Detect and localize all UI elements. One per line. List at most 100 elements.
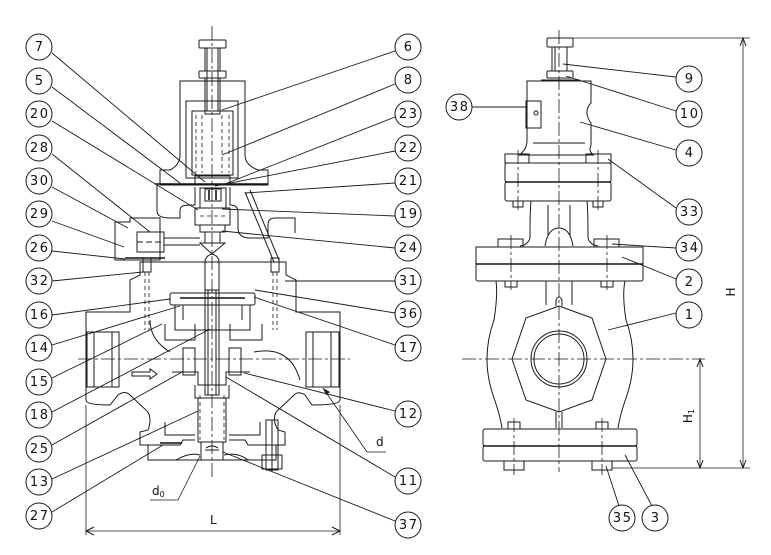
callout-circle [394,267,422,295]
callout-circle [25,267,53,295]
callout-circle [394,200,422,228]
callout-number: 30 [30,174,50,189]
bottom-bolt [261,419,283,472]
callout-circle [394,511,422,539]
main-piston [164,253,263,341]
side-pipe-connection [511,296,607,428]
flow-arrow-icon [131,368,158,380]
dimension-d: d [322,387,386,453]
callout-number: 5 [35,74,45,89]
callout-number: 1 [685,308,695,323]
callout-circle [675,139,703,167]
callout-circle [25,435,53,463]
callout-number: 12 [399,407,419,422]
pilot-strainer [114,217,200,261]
callout-2: 2 [675,268,703,296]
callout-circle [675,234,703,262]
callout-36: 36 [394,300,422,328]
dimension-H1-label: H1 [681,409,696,423]
callout-33: 33 [675,198,703,226]
pilot-valve [194,187,231,255]
callout-number: 4 [685,146,695,161]
callout-circle [394,467,422,495]
callout-circle [608,504,636,532]
callout-circle [675,100,703,128]
side-bonnet [517,80,595,156]
callout-11: 11 [394,467,422,495]
callout-30: 30 [25,167,53,195]
callout-7: 7 [25,33,53,61]
callout-27: 27 [25,502,53,530]
callout-number: 19 [399,207,419,222]
callout-3: 3 [641,504,669,532]
callout-13: 13 [25,468,53,496]
callout-circle [394,300,422,328]
pilot-body [156,185,296,239]
callout-circle [394,234,422,262]
callout-number: 21 [399,174,419,189]
callout-circle [25,167,53,195]
callout-number: 35 [613,511,633,526]
callout-29: 29 [25,200,53,228]
callout-22: 22 [394,134,422,162]
callout-9: 9 [675,65,703,93]
callout-4: 4 [675,139,703,167]
callout-circle [25,301,53,329]
side-bottom-flange [482,418,638,475]
callout-28: 28 [25,134,53,162]
side-body [486,280,634,429]
callout-number: 38 [450,100,470,115]
callout-circle [25,234,53,262]
dimension-d-label: d [376,435,384,449]
callout-number: 13 [30,475,50,490]
callout-number: 28 [30,141,50,156]
outlet-port [305,331,340,388]
callout-number: 34 [680,241,700,256]
callout-37: 37 [394,511,422,539]
dimension-L-label: L [210,513,217,527]
callout-number: 2 [685,275,695,290]
callout-number: 9 [685,72,695,87]
dimension-L: L [84,405,342,536]
adjusting-screw [198,39,227,112]
callout-number: 15 [30,375,50,390]
side-upper-flange [504,150,612,210]
side-view: H H1 [462,30,750,475]
callout-circle [394,100,422,128]
front-section-view: L d d0 [78,26,386,536]
callout-circle [25,134,53,162]
callout-17: 17 [394,334,422,362]
callout-number: 22 [399,141,419,156]
callout-number: 10 [680,107,700,122]
callout-6: 6 [394,33,422,61]
callout-21: 21 [394,167,422,195]
callout-circle [394,334,422,362]
callout-circle [675,198,703,226]
leader-lines [51,50,677,522]
callout-19: 19 [394,200,422,228]
callout-number: 17 [399,341,419,356]
callout-circle [25,334,53,362]
valve-stem [204,289,220,396]
lower-guide [164,395,261,443]
callout-bubbles: 7520283029263216141518251327682322211924… [25,33,703,539]
callout-number: 7 [35,40,45,55]
callout-number: 24 [399,241,419,256]
callout-8: 8 [394,66,422,94]
callout-circle [25,368,53,396]
callout-number: 14 [30,341,50,356]
callout-circle [25,502,53,530]
callout-35: 35 [608,504,636,532]
callout-number: 23 [399,107,419,122]
callout-10: 10 [675,100,703,128]
callout-circle [25,100,53,128]
callout-circle [25,67,53,95]
side-adjusting-screw [541,37,580,81]
callout-18: 18 [25,401,53,429]
callout-circle [394,33,422,61]
callout-circle [25,33,53,61]
callout-number: 31 [399,274,419,289]
callout-circle [25,200,53,228]
sensing-tube [244,189,280,263]
callout-12: 12 [394,400,422,428]
